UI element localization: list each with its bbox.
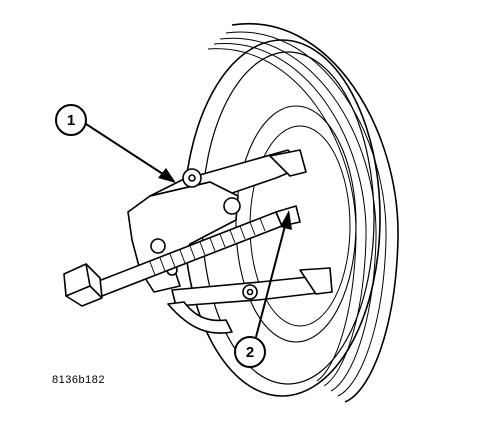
forcing-screw-hex-head (63, 263, 103, 307)
lower-jaw-tail (167, 301, 233, 334)
callout-2-circle (234, 336, 266, 368)
lower-jaw-hook (299, 267, 333, 295)
callout-2-arrowhead (280, 210, 292, 230)
callout-1-arrowhead (158, 168, 176, 183)
pulley-rear-rim (231, 22, 399, 403)
callout-1-circle (55, 104, 87, 136)
screw-threads (149, 217, 266, 276)
callout-2: 2 (234, 210, 292, 368)
pulley-groove (225, 31, 387, 397)
yoke-edge (149, 181, 211, 197)
pulley-web-ring (235, 105, 357, 343)
upper-jaw-hook (269, 149, 307, 177)
pivot-bolt-right (223, 197, 241, 215)
pivot-bolt-left (150, 238, 166, 254)
pulley-groove (207, 48, 357, 382)
figure-id-label: 8136b182 (52, 374, 105, 386)
puller-tool (63, 149, 333, 334)
pivot-bolt-jaw-center (246, 288, 254, 296)
callout-2-leader (255, 221, 287, 338)
callout-1: 1 (55, 104, 176, 183)
callout-2-number: 2 (246, 344, 254, 361)
pulley-groove (213, 43, 367, 387)
callout-1-number: 1 (67, 112, 75, 129)
hex-head-edge (65, 285, 91, 297)
callout-1-leader (85, 123, 167, 177)
pivot-bolt-top-center (188, 174, 196, 182)
pulley-groove (219, 37, 377, 392)
